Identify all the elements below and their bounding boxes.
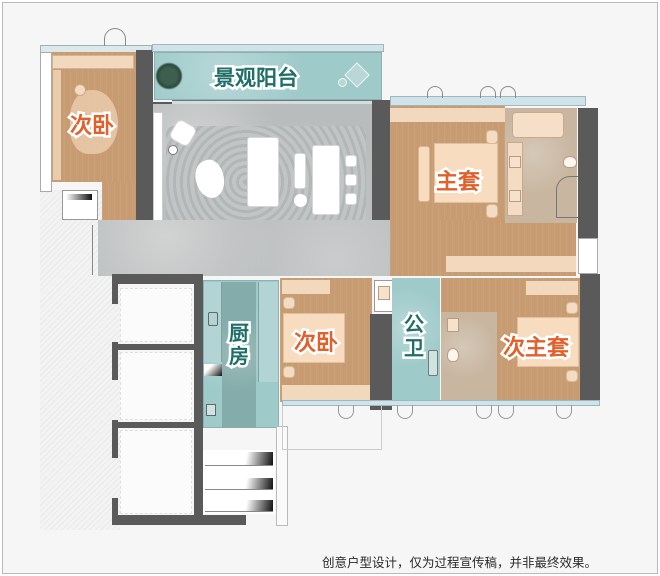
toilet-icon (447, 348, 459, 362)
wall-pier-3 (112, 420, 118, 458)
bedroom-center-nightstand-2 (283, 366, 295, 378)
plant-icon (155, 62, 183, 90)
public-bath-fixture (428, 350, 438, 376)
sink-icon (447, 318, 459, 332)
master-wardrobe-top (390, 108, 505, 122)
bedroom-center-bed (283, 313, 345, 363)
master-nightstand-2 (486, 204, 498, 218)
bedroom-center-nightstand-1 (283, 297, 295, 309)
wall-pier-4 (112, 498, 118, 524)
bedroom-center-desk (282, 385, 372, 401)
corridor-floor (98, 220, 438, 276)
entry-stair-dark (66, 194, 92, 200)
door-swing-icon (338, 405, 354, 419)
toilet-icon (563, 156, 577, 168)
shaft-1 (120, 288, 192, 342)
door-swing-icon (498, 405, 514, 419)
bathtub-icon (512, 112, 564, 138)
coffee-table (312, 145, 340, 215)
sink-icon (509, 156, 521, 168)
door-swing-icon (500, 86, 516, 98)
shaft-3 (120, 430, 192, 514)
bedroom-center-wall-east (370, 314, 392, 410)
wall-pier-1 (112, 274, 118, 304)
bedroom-center-wardrobe (282, 280, 330, 294)
room-label-secondary-bedroom-nw: 次卧 (67, 112, 116, 142)
bathroom-label-line-2: 卫 (402, 334, 427, 363)
door-swing-icon (397, 405, 413, 419)
door-swing-icon (556, 405, 572, 419)
door-swing-icon (476, 405, 492, 419)
stool-3 (345, 193, 357, 205)
master-headboard (418, 146, 430, 202)
stair-step (205, 478, 273, 490)
tv-cabinet (153, 112, 163, 222)
shaft-2 (120, 352, 192, 420)
stair-step (205, 452, 273, 466)
wall-shelf-1 (116, 344, 196, 350)
door-swing-icon (480, 86, 496, 98)
room-label-junior-master-suite: 次主套 (500, 334, 571, 364)
wall-pier-2 (112, 342, 118, 380)
public-bath-floor (392, 278, 440, 402)
junior-wardrobe (526, 281, 578, 295)
stool-1 (345, 155, 357, 167)
disclaimer-caption: 创意户型设计，仅为过程宣传稿，并非最终效果。 (322, 555, 598, 570)
junior-wall-east (580, 274, 600, 400)
master-bed (434, 143, 498, 203)
entry-door-line (92, 225, 93, 275)
wall-lower-bottom (112, 515, 246, 525)
kitchen-counter-left (204, 282, 222, 362)
kitchen-label-line-2: 房 (227, 342, 252, 370)
bedroom-nw-desk (53, 70, 61, 180)
junior-nightstand-2 (566, 370, 578, 382)
wall-lower-vertical (194, 274, 203, 524)
room-label-master-suite: 主套 (433, 168, 482, 198)
sink-icon (509, 190, 521, 202)
kitchen-label-line-1: 厨 (227, 319, 252, 347)
stair-step (205, 500, 273, 512)
room-label-balcony: 景观阳台 (212, 64, 301, 93)
bedroom-nw-entry-floor (102, 182, 136, 220)
balcony-side-table-icon (338, 78, 347, 87)
sofa-main (247, 137, 279, 207)
bathroom-label-line-1: 公 (402, 310, 427, 339)
wall-shelf-2 (116, 422, 196, 428)
south-window (282, 400, 600, 406)
bedroom-nw-wardrobe (52, 55, 134, 69)
range-hood-icon (204, 364, 222, 376)
wall-lower-band (112, 274, 202, 284)
vanity (507, 142, 523, 216)
balcony-rail (152, 44, 384, 52)
balcony-floor (154, 52, 382, 100)
bedroom-nw-stool (74, 84, 86, 96)
junior-nightstand-1 (566, 302, 578, 314)
kitchen-sink-icon (206, 404, 216, 416)
living-wall-east (372, 100, 390, 240)
living-sliding-door (172, 100, 372, 104)
balcony-outline-south (282, 406, 382, 450)
room-label-public-bathroom: 公 卫 (402, 310, 428, 363)
bedroom-nw-rug (70, 90, 118, 154)
stove-icon (208, 312, 218, 326)
master-closet (446, 256, 576, 272)
kitchen-counter-right (258, 282, 278, 382)
room-label-secondary-bedroom-center: 次卧 (291, 329, 340, 359)
master-nightstand-1 (486, 130, 498, 144)
ottoman (294, 153, 306, 189)
bedroom-nw-wall-right (136, 50, 153, 220)
room-label-kitchen: 厨 房 (227, 319, 253, 370)
stool-2 (345, 174, 357, 186)
kitchen-island (222, 282, 256, 428)
junior-bed (517, 317, 579, 367)
east-window-gap (578, 238, 598, 274)
sink-icon (378, 286, 390, 300)
round-pouf (294, 194, 307, 207)
master-wall-east (578, 108, 598, 238)
bedroom-nw-wall-left (40, 52, 52, 192)
shower-glass (556, 176, 578, 218)
door-swing-icon (427, 86, 443, 98)
door-swing-icon (104, 28, 126, 46)
lamp-icon (168, 145, 178, 155)
